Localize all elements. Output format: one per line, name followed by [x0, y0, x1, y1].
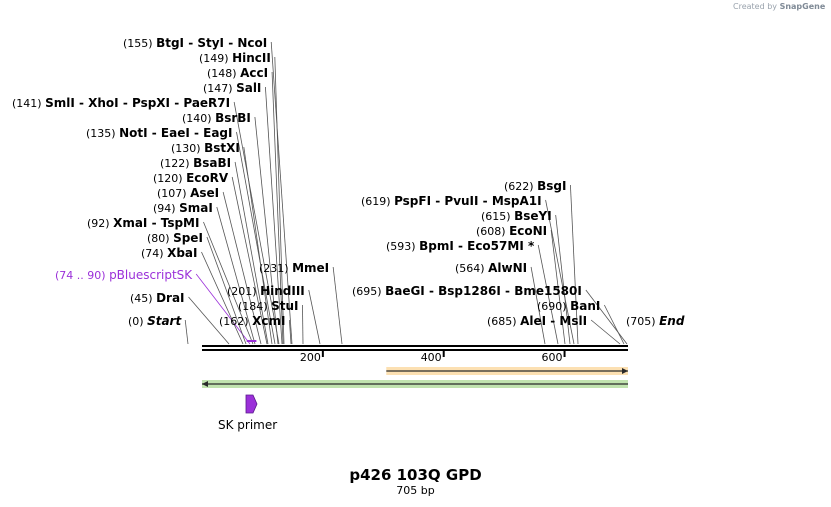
site-leader-line: [555, 214, 571, 345]
site-leader-line: [206, 236, 247, 345]
restriction-site-label: (593) BpmI - Eco57MI *: [386, 239, 535, 253]
site-leader-line: [216, 206, 256, 345]
restriction-site-label: (135) NotI - EaeI - EagI: [86, 126, 233, 140]
restriction-site-label: (80) SpeI: [147, 231, 203, 245]
restriction-site-label: (184) StuI: [238, 299, 298, 313]
sequence-backbone: [202, 345, 628, 351]
primer-marker: [245, 340, 258, 414]
site-leader-line: [271, 71, 284, 345]
restriction-site-label: (122) BsaBI: [160, 156, 231, 170]
site-leader-line: [570, 184, 579, 345]
restriction-site-label: (201) HindIII: [227, 284, 305, 298]
restriction-site-label: (148) AccI: [207, 66, 268, 80]
site-leader-line: [537, 244, 559, 345]
restriction-site-label: (147) SalI: [203, 81, 261, 95]
tick-label: 200: [300, 351, 321, 364]
site-leader-line: [603, 304, 625, 345]
site-leader-line: [270, 41, 293, 345]
restriction-site-label: (564) AlwNI: [455, 261, 527, 275]
site-leader-line: [590, 319, 621, 345]
tick-label: 400: [421, 351, 442, 364]
restriction-site-label: (120) EcoRV: [153, 171, 229, 185]
site-leader-line: [265, 86, 283, 345]
restriction-site-label: (74 .. 90) pBluescriptSK: [55, 268, 193, 282]
site-leader-line: [234, 161, 269, 345]
feature-arrow: [386, 367, 628, 375]
site-leader-line: [289, 319, 292, 345]
restriction-site-label: (0) Start: [128, 314, 182, 328]
site-labels: (0) Start (45) DraI (74 .. 90) pBluescript…: [12, 36, 685, 328]
restriction-site-label: (45) DraI: [130, 291, 185, 305]
site-leader-line: [302, 304, 304, 345]
restriction-site-label: (162) XcmI: [219, 314, 285, 328]
restriction-site-label: (130) BstXI: [171, 141, 240, 155]
site-leader-line: [231, 176, 268, 345]
sequence-length: 705 bp: [396, 484, 435, 497]
tick-label: 600: [542, 351, 563, 364]
restriction-site-label: (608) EcoNI: [476, 224, 547, 238]
site-leader-line: [222, 191, 262, 345]
site-leader-line: [254, 116, 279, 345]
restriction-site-label: (615) BseYI: [481, 209, 552, 223]
restriction-site-label: (685) AleI - MslI: [487, 314, 587, 328]
restriction-site-label: (622) BsgI: [504, 179, 566, 193]
site-leader-line: [530, 266, 546, 345]
site-leader-lines: [184, 41, 628, 345]
site-leader-line: [545, 199, 575, 345]
restriction-site-label: (94) SmaI: [153, 201, 213, 215]
site-leader-line: [201, 251, 244, 345]
sk-primer-arrow: [245, 394, 258, 414]
restriction-site-label: (155) BtgI - StyI - NcoI: [123, 36, 267, 50]
map-title: p426 103Q GPD: [349, 466, 482, 484]
restriction-site-label: (107) AseI: [157, 186, 219, 200]
site-leader-line: [236, 131, 276, 345]
site-leader-line: [274, 56, 285, 345]
restriction-site-label: (140) BsrBI: [182, 111, 251, 125]
site-leader-line: [203, 221, 254, 345]
restriction-site-label: (705) End: [626, 314, 685, 328]
ruler-ticks: 200 400 600: [300, 350, 566, 364]
restriction-site-label: (619) PspFI - PvuII - MspA1I: [361, 194, 542, 208]
snapgene-credit: Created by SnapGene: [733, 2, 825, 11]
restriction-site-label: (74) XbaI: [141, 246, 197, 260]
site-leader-line: [332, 266, 343, 345]
restriction-site-label: (231) MmeI: [259, 261, 329, 275]
site-leader-line: [308, 289, 321, 345]
restriction-site-label: (141) SmlI - XhoI - PspXI - PaeR7I: [12, 96, 230, 110]
primer-label: SK primer: [218, 418, 278, 432]
site-leader-line: [184, 319, 189, 345]
restriction-site-label: (92) XmaI - TspMI: [87, 216, 199, 230]
site-leader-line: [195, 273, 251, 345]
restriction-site-label: (690) BanI: [537, 299, 600, 313]
credit-brand: SnapGene: [779, 2, 826, 11]
site-leader-line: [550, 229, 566, 345]
site-leader-line: [188, 296, 230, 345]
feature-arrow: [202, 380, 628, 388]
credit-prefix: Created by: [733, 2, 778, 11]
restriction-site-label: (149) HincII: [199, 51, 271, 65]
site-leader-line: [585, 289, 628, 345]
feature-arrows: [202, 367, 628, 388]
restriction-site-label: (695) BaeGI - Bsp1286I - Bme1580I: [352, 284, 582, 298]
site-leader-line: [233, 101, 280, 345]
